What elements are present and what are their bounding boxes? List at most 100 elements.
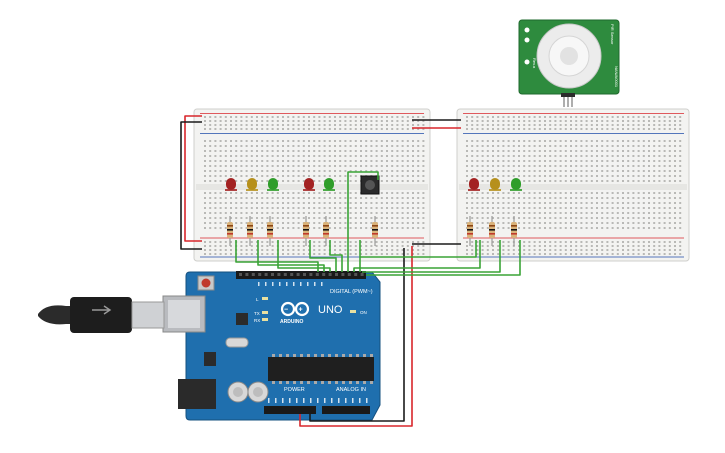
resistor-band <box>323 225 329 227</box>
breadboard-right-hole <box>554 140 557 142</box>
breadboard-left-hole <box>344 249 347 251</box>
breadboard-left-hole <box>240 124 243 126</box>
breadboard-left-hole <box>334 192 336 194</box>
header-pin-mark <box>366 398 368 403</box>
breadboard-right-hole <box>502 165 505 167</box>
breadboard-left-hole <box>334 124 336 126</box>
breadboard-right-hole <box>570 241 572 243</box>
breadboard-right-hole <box>492 128 494 130</box>
breadboard-right-hole <box>523 180 526 182</box>
breadboard-right-hole <box>502 253 505 255</box>
breadboard-left-hole <box>250 207 253 209</box>
breadboard-left-hole <box>313 180 316 182</box>
breadboard-right-hole <box>538 253 541 255</box>
breadboard-left-hole <box>240 202 243 204</box>
breadboard-right-hole <box>663 217 666 219</box>
breadboard-right-hole <box>486 253 489 255</box>
breadboard-right-hole <box>559 116 562 118</box>
breadboard-left-hole <box>318 222 321 224</box>
breadboard-left-hole <box>271 124 274 126</box>
breadboard-right-hole <box>523 217 526 219</box>
breadboard-left-hole <box>204 120 206 122</box>
breadboard-left-hole <box>271 128 274 130</box>
breadboard-right-hole <box>564 120 567 122</box>
resistor <box>372 216 378 246</box>
breadboard-right-hole <box>564 227 567 229</box>
breadboard-left-hole <box>302 180 305 182</box>
breadboard-left-hole <box>308 241 310 243</box>
breadboard-right-hole <box>549 192 552 194</box>
breadboard-left-hole <box>354 222 357 224</box>
breadboard-right-hole <box>549 160 552 162</box>
breadboard-left-hole <box>344 180 347 182</box>
breadboard-left-hole <box>344 120 347 122</box>
breadboard-left-hole <box>344 222 347 224</box>
breadboard-right-hole <box>653 217 656 219</box>
breadboard-right-hole <box>570 160 572 162</box>
breadboard-left-hole <box>396 145 399 147</box>
breadboard-left-hole <box>308 253 310 255</box>
reset-button[interactable] <box>201 278 211 288</box>
breadboard-left-hole <box>344 227 347 229</box>
breadboard-right-hole <box>549 180 552 182</box>
breadboard-left-hole <box>417 222 420 224</box>
breadboard-right-hole <box>580 253 583 255</box>
breadboard-left-hole <box>412 227 414 229</box>
breadboard-right-hole <box>622 245 624 247</box>
breadboard-right-hole <box>533 165 536 167</box>
push-button-cap[interactable] <box>365 180 375 190</box>
breadboard-right-hole <box>596 197 598 199</box>
breadboard-left-hole <box>292 241 295 243</box>
breadboard-left-hole <box>209 124 212 126</box>
digital-pin <box>283 273 287 276</box>
breadboard-right-hole <box>575 217 578 219</box>
breadboard-right-hole <box>611 116 614 118</box>
breadboard-right-hole <box>627 145 630 147</box>
breadboard-right-hole <box>596 150 598 152</box>
breadboard-left-hole <box>240 241 243 243</box>
breadboard-right-hole <box>492 140 494 142</box>
breadboard-right-hole <box>570 222 572 224</box>
breadboard-left-hole <box>266 165 269 167</box>
breadboard-right-hole <box>585 175 588 177</box>
breadboard-left-hole <box>406 155 409 157</box>
breadboard-right-hole <box>580 207 583 209</box>
breadboard-right-hole <box>481 165 484 167</box>
breadboard-right-hole <box>492 249 494 251</box>
breadboard-right-hole <box>512 165 515 167</box>
breadboard-left-hole <box>323 120 326 122</box>
breadboard-right-hole <box>648 207 650 209</box>
breadboard-right-hole <box>658 124 661 126</box>
led-body <box>511 178 521 190</box>
breadboard-left-hole <box>375 128 378 130</box>
breadboard-right-hole <box>616 150 619 152</box>
breadboard-left-hole <box>276 212 279 214</box>
breadboard-right-hole <box>466 120 468 122</box>
breadboard-left-hole <box>406 145 409 147</box>
breadboard-right-hole <box>544 192 546 194</box>
wires <box>180 115 521 427</box>
breadboard-right-hole <box>596 241 598 243</box>
breadboard-left-hole <box>297 150 300 152</box>
breadboard-left-hole <box>292 227 295 229</box>
breadboard-right-hole <box>606 180 609 182</box>
breadboard-right-hole <box>559 124 562 126</box>
breadboard-right-hole <box>596 212 598 214</box>
breadboard-right-hole <box>492 192 494 194</box>
breadboard-right-hole <box>549 128 552 130</box>
breadboard-left-hole <box>401 165 404 167</box>
breadboard-right-hole <box>492 202 494 204</box>
breadboard-right-hole <box>466 145 468 147</box>
breadboard-right-hole <box>466 160 468 162</box>
breadboard-left-hole <box>339 175 342 177</box>
breadboard-right-hole <box>622 222 624 224</box>
leds <box>225 178 522 191</box>
breadboard-right-hole <box>466 124 468 126</box>
push-button[interactable] <box>360 175 380 195</box>
breadboard-right-hole <box>637 128 640 130</box>
l-led <box>262 297 268 300</box>
breadboard-left-hole <box>308 202 310 204</box>
breadboard-left-hole <box>396 170 399 172</box>
breadboard-left-hole <box>360 124 362 126</box>
breadboard-right-hole <box>616 217 619 219</box>
